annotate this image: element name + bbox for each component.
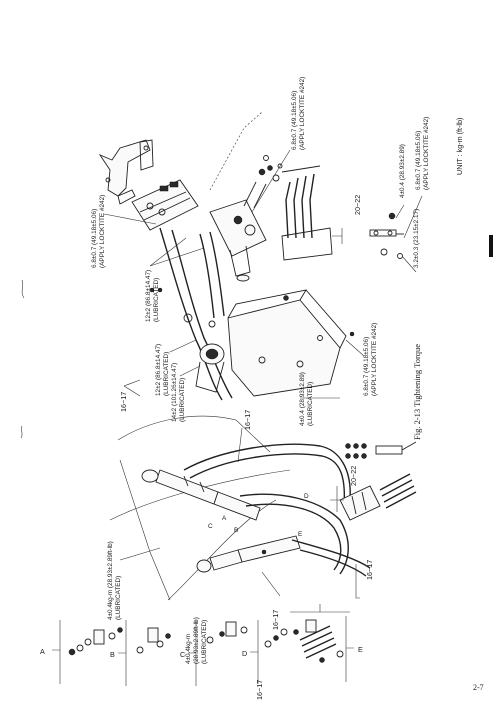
torque-label-t1-line1: 6.8±0.7 (49.18±5.06) <box>415 131 422 190</box>
torque-label-t3-line2: (LUBRICATED) <box>153 278 160 322</box>
marker-b: B <box>234 527 238 534</box>
range-label-r1: 16~17 <box>119 392 128 412</box>
torque-label-t1-line2: (APPLY LOCKTITE #242) <box>423 117 430 190</box>
hose-run-center <box>159 227 233 401</box>
group-e-fittings <box>293 619 344 663</box>
torque-label-t9-line1: 6.8±0.7 (49.18±5.06) <box>91 209 98 268</box>
lift-cylinder-upper <box>141 469 261 521</box>
marker-c: C <box>208 523 213 530</box>
hydraulic-tank <box>227 289 355 397</box>
torque-label-t4-line2: (APPLY LOCKTITE #242) <box>371 323 378 396</box>
torque-label-t5-line1: 12±2 (86.8±14.47) <box>155 344 162 396</box>
group-label-c: C <box>180 650 185 659</box>
torque-label-t8-line1: 4±0.4kg-m <box>185 634 192 664</box>
side-tab-mark <box>489 235 493 257</box>
hose-run-boom <box>183 443 371 577</box>
torque-label-t9-line2: (APPLY LOCKTITE #242) <box>99 195 106 268</box>
group-c-fittings <box>206 621 248 644</box>
control-valve-block <box>131 179 199 231</box>
torque-label-t5-line2: (LUBRICATED) <box>163 352 170 396</box>
torque-label-t6b-line1: 4±0.4 (28.93±2.89) <box>299 372 306 426</box>
range-label-r6: 20~22 <box>349 466 358 486</box>
range-label-r3: 20~22 <box>353 195 362 215</box>
filter-canister <box>195 343 225 393</box>
group-b-fittings <box>136 627 171 654</box>
torque-label-t8-line3: (LUBRICATED) <box>201 620 208 664</box>
bracket-assembly <box>98 139 154 205</box>
marker-e: E <box>298 531 302 538</box>
pump-unit <box>209 181 267 282</box>
torque-label-t8-line2: (28.93±2.89ft-lb) <box>193 617 200 664</box>
boom-outline <box>109 415 291 601</box>
group-label-a: A <box>40 647 45 656</box>
torque-label-t7-line1: 4±0.4kg-m (28.93±2.89ft-lb) <box>107 541 114 620</box>
manifold-block <box>339 473 417 521</box>
marker-d: D <box>304 493 309 500</box>
stray-mark <box>20 425 23 439</box>
torque-label-t6b-line2: (LUBRICATED) <box>307 382 314 426</box>
unit-label: UNIT : kg-m (ft-lb) <box>455 118 464 175</box>
range-label-r2: 16~17 <box>243 410 252 430</box>
fitting-cluster-top <box>258 155 283 182</box>
figure-caption: Fig. 2-13 Tightening Torque <box>412 344 422 440</box>
group-label-e: E <box>358 645 363 654</box>
torque-label-t2-line2: (APPLY LOCKTITE #242) <box>299 77 306 150</box>
stray-mark <box>21 279 25 299</box>
group-d-fittings <box>264 628 288 648</box>
torque-label-t4-line1: 6.8±0.7 (49.18±5.06) <box>363 337 370 396</box>
fitting-cluster-right <box>369 212 404 259</box>
torque-label-t11: 3.2±0.3 (23.15±2.17) <box>413 209 420 268</box>
torque-label-t3-line1: 12±2 (86.8±14.47) <box>145 270 152 322</box>
marker-a: A <box>222 515 227 522</box>
torque-label-t6-line1: 14±2 (101.26±14.47) <box>171 363 178 422</box>
torque-label-t2-line1: 6.8±0.7 (49.18±5.06) <box>291 91 298 150</box>
range-label-r7: 16~17 <box>255 680 264 700</box>
lift-cylinder-lower <box>196 535 301 573</box>
torque-label-t10: 4±0.4 (28.93±2.89) <box>399 144 406 198</box>
pipe-bundle-right <box>281 165 333 261</box>
page-number: 2-7 <box>473 683 484 692</box>
fitting-stack-mid <box>345 441 417 459</box>
group-label-b: B <box>110 650 115 659</box>
range-label-r5: 16~17 <box>365 560 374 580</box>
range-label-r4: 16~17 <box>271 610 280 630</box>
torque-label-t6-line2: (LUBRICATED) <box>179 378 186 422</box>
group-a-fittings <box>68 627 123 656</box>
group-label-d: D <box>242 649 247 658</box>
torque-label-t7-line2: (LUBRICATED) <box>115 576 122 620</box>
